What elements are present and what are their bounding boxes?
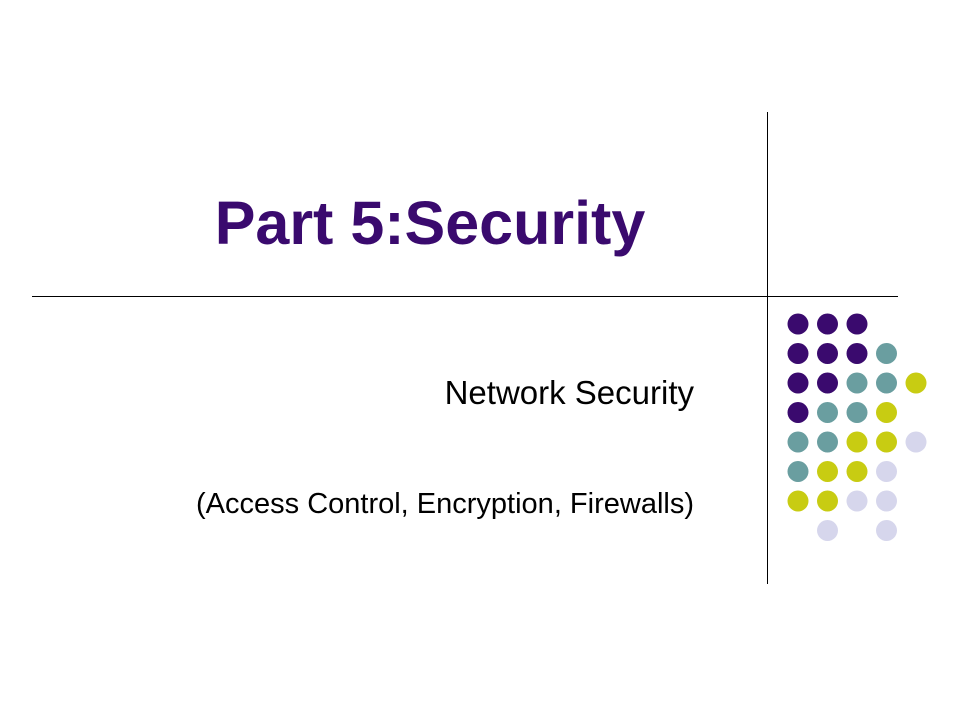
- dot-purple: [817, 313, 838, 335]
- dot-lavender: [846, 490, 868, 512]
- dot-teal: [876, 372, 897, 394]
- slide-title: Part 5:Security: [214, 189, 646, 257]
- dot-lavender: [876, 490, 897, 512]
- dot-lime: [876, 431, 897, 453]
- dot-teal: [817, 402, 838, 423]
- subtitle-topics: (Access Control, Encryption, Firewalls): [196, 488, 694, 520]
- vertical-divider: [767, 112, 768, 584]
- dot-teal: [876, 343, 897, 364]
- dot-purple: [817, 372, 838, 394]
- dot-lavender: [876, 520, 897, 541]
- dot-teal: [787, 431, 809, 453]
- dot-lime: [846, 461, 868, 482]
- dot-teal: [846, 372, 868, 394]
- dot-lavender: [876, 461, 897, 482]
- dot-teal: [787, 461, 809, 482]
- horizontal-divider: [32, 296, 898, 297]
- dot-purple: [787, 372, 809, 394]
- dot-lime: [846, 431, 868, 453]
- dot-purple: [846, 313, 868, 335]
- dot-lime: [817, 490, 838, 512]
- dot-lavender: [817, 520, 838, 541]
- dot-lime: [817, 461, 838, 482]
- dot-purple: [787, 343, 809, 364]
- dot-purple: [846, 343, 868, 364]
- dot-lime: [787, 490, 809, 512]
- dot-purple: [817, 343, 838, 364]
- dot-lavender: [905, 431, 927, 453]
- dot-teal: [817, 431, 838, 453]
- dot-lime: [905, 372, 927, 394]
- subtitle-network-security: Network Security: [444, 374, 694, 411]
- dot-lime: [876, 402, 897, 423]
- dot-teal: [846, 402, 868, 423]
- dot-purple: [787, 402, 809, 423]
- dot-purple: [787, 313, 809, 335]
